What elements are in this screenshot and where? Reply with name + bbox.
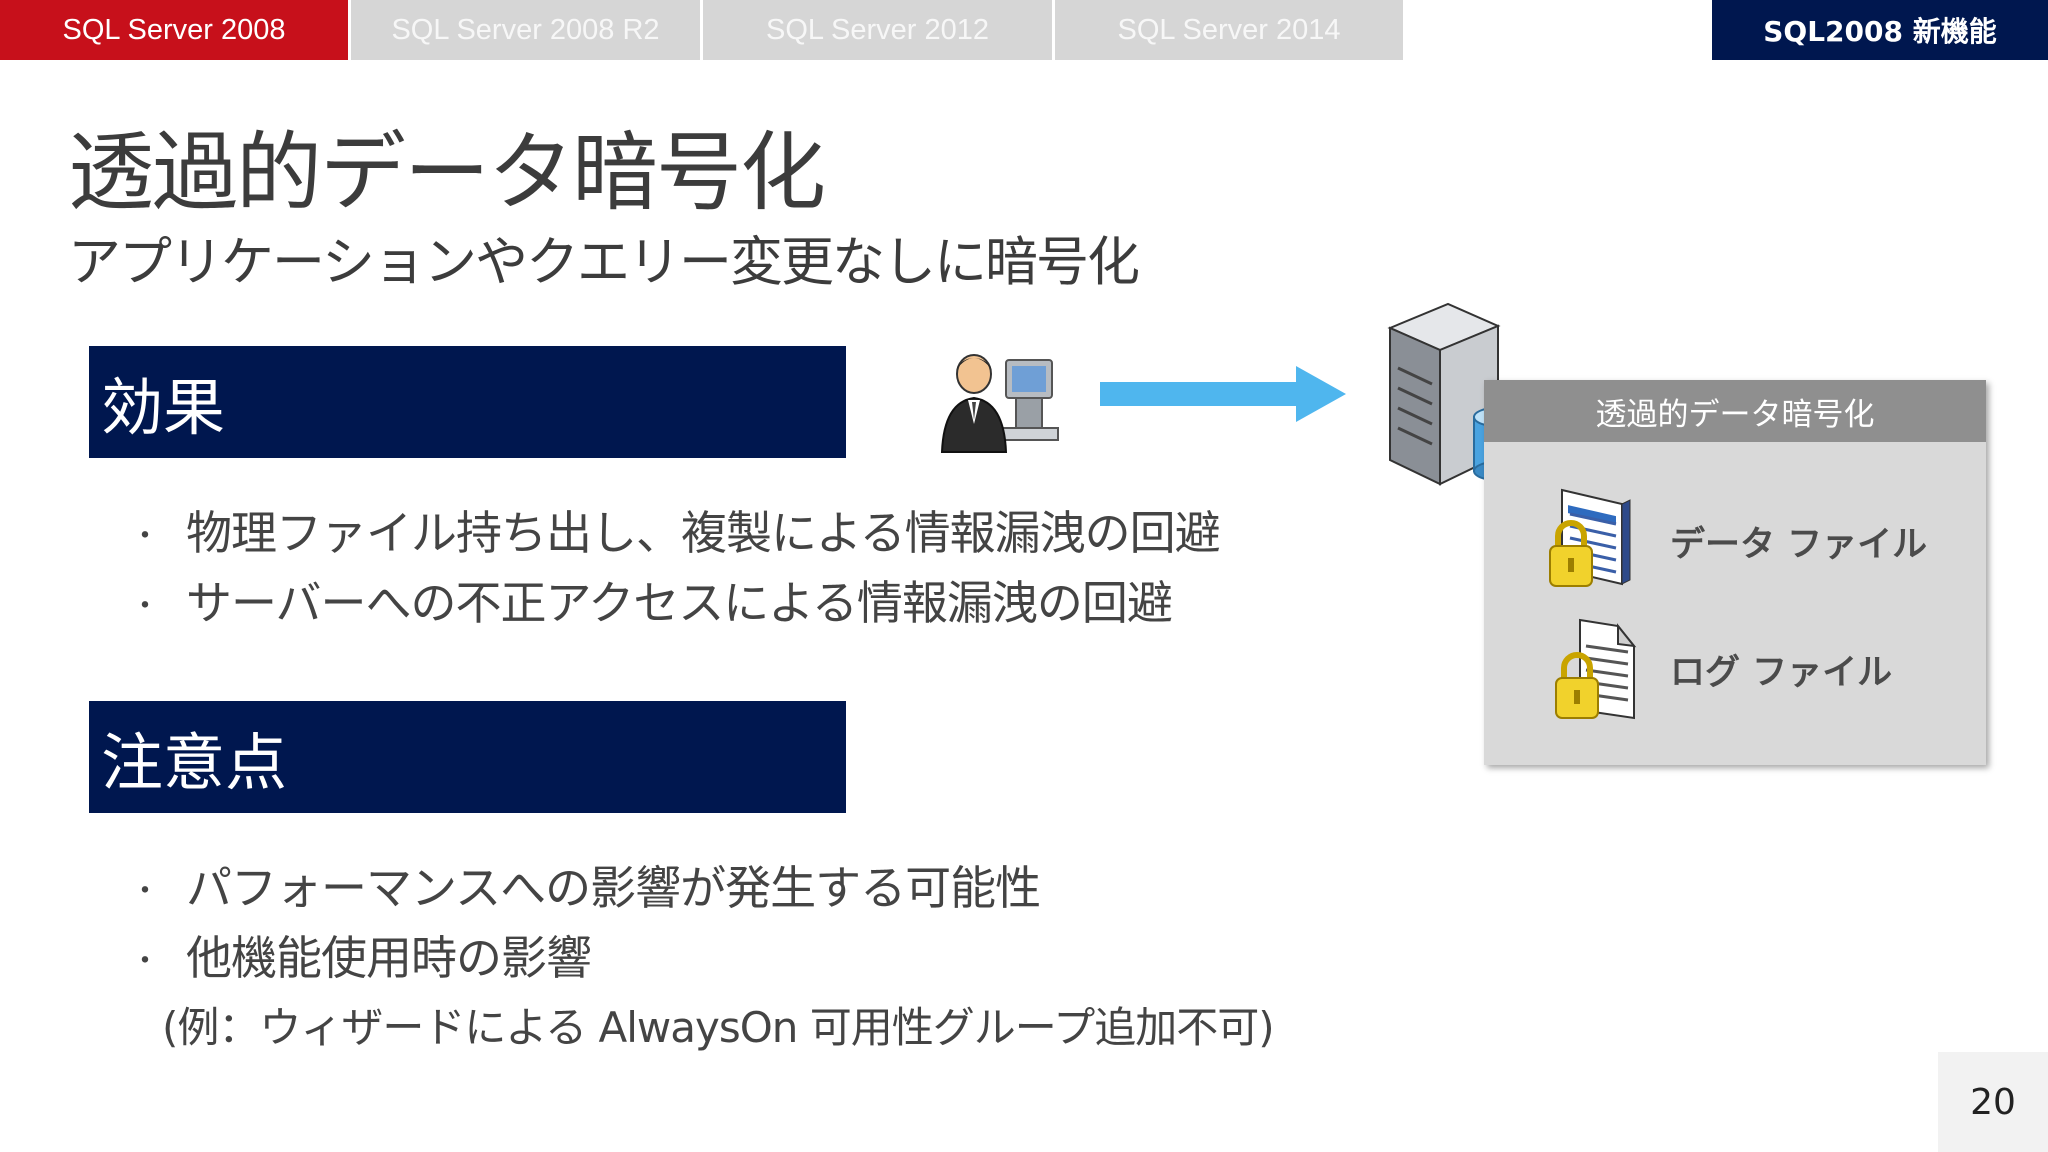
list-item: ・パフォーマンスへの影響が発生する可能性 — [130, 855, 1041, 925]
server-icon — [1387, 302, 1501, 486]
list-item: ・物理ファイル持ち出し、複製による情報漏洩の回避 — [130, 500, 1221, 570]
section-heading-effects: 効果 — [89, 346, 846, 458]
bullet-text: サーバーへの不正アクセスによる情報漏洩の回避 — [186, 576, 1173, 630]
bullet-text: 物理ファイル持ち出し、複製による情報漏洩の回避 — [186, 506, 1221, 560]
data-file-label: データ ファイル — [1670, 525, 1928, 565]
cautions-list: ・パフォーマンスへの影響が発生する可能性 ・他機能使用時の影響 — [130, 855, 1041, 995]
tab-sql-server-2008[interactable]: SQL Server 2008 — [0, 0, 348, 60]
bullet-dot: ・ — [130, 874, 160, 909]
list-item: ・他機能使用時の影響 — [130, 925, 1040, 995]
tde-panel-title: 透過的データ暗号化 — [1484, 380, 1986, 442]
page-title: 透過的データ暗号化 — [68, 123, 826, 223]
bullet-dot: ・ — [130, 519, 160, 554]
bullet-text: パフォーマンスへの影響が発生する可能性 — [186, 861, 1041, 915]
arrow-right-icon — [1100, 366, 1346, 422]
page-number: 20 — [1938, 1052, 2048, 1152]
caution-note: (例：ウィザードによる AlwaysOn 可用性グループ追加不可) — [162, 1003, 1275, 1052]
user-with-computer-icon — [940, 354, 1059, 453]
tab-sql-server-2008-r2[interactable]: SQL Server 2008 R2 — [351, 0, 700, 60]
bullet-dot: ・ — [130, 944, 160, 979]
section-heading-cautions: 注意点 — [89, 701, 846, 813]
tab-sql-server-2012[interactable]: SQL Server 2012 — [703, 0, 1052, 60]
bullet-dot: ・ — [130, 589, 160, 624]
tde-panel: 透過的データ暗号化 データ ファイル ログ ファイル — [1484, 380, 1986, 765]
padlock-icon — [1549, 520, 1593, 587]
padlock-icon — [1555, 652, 1599, 719]
bullet-text: 他機能使用時の影響 — [186, 931, 592, 985]
tab-sql-server-2014[interactable]: SQL Server 2014 — [1055, 0, 1403, 60]
log-file-label: ログ ファイル — [1670, 653, 1893, 693]
page-subtitle: アプリケーションやクエリー変更なしに暗号化 — [68, 232, 1140, 293]
effects-list: ・物理ファイル持ち出し、複製による情報漏洩の回避 ・サーバーへの不正アクセスによ… — [130, 500, 1221, 640]
section-badge: SQL2008 新機能 — [1712, 0, 2048, 60]
list-item: ・サーバーへの不正アクセスによる情報漏洩の回避 — [130, 570, 1220, 640]
